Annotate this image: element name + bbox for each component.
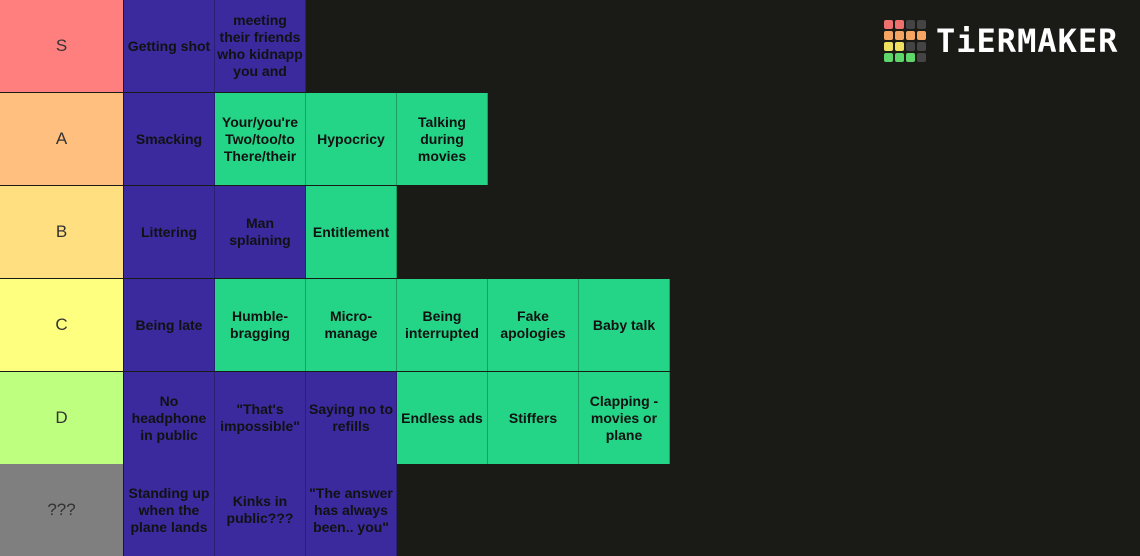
- tier-label[interactable]: C: [0, 279, 124, 371]
- tier-item[interactable]: Endless ads: [397, 372, 488, 464]
- tier-item[interactable]: Micro-manage: [306, 279, 397, 371]
- tier-item-text: Humble-bragging: [230, 308, 290, 341]
- tier-item[interactable]: Your/you're Two/too/to There/their: [215, 93, 306, 185]
- tier-item[interactable]: "The answer has always been.. you": [306, 464, 397, 556]
- tier-item-text: Standing up when the plane lands: [128, 484, 210, 535]
- logo-square: [895, 20, 904, 29]
- tier-item[interactable]: Talking during movies: [397, 93, 488, 185]
- logo-square: [917, 31, 926, 40]
- tier-item-text: Micro-manage: [324, 308, 378, 341]
- tier-item-text: Man splaining: [229, 215, 291, 248]
- tier-items: Standing up when the plane lands Kinks in…: [124, 464, 397, 556]
- tier-item-text: Getting shot: [127, 37, 211, 54]
- tier-item-text: No headphone in public: [131, 392, 207, 443]
- tier-item-text: Fake apologies: [500, 308, 566, 341]
- logo-square: [884, 53, 893, 62]
- logo-square: [884, 42, 893, 51]
- tier-label[interactable]: S: [0, 0, 124, 92]
- tier-item-text: Endless ads: [401, 409, 483, 426]
- tier-item-text: meeting their friends who kidnapp you an…: [217, 12, 303, 79]
- tier-item[interactable]: Standing up when the plane lands: [124, 464, 215, 556]
- logo-square: [906, 20, 915, 29]
- tier-item[interactable]: Man splaining: [215, 186, 306, 278]
- tier-row-unknown: ???Standing up when the plane lands Kinks…: [0, 464, 1140, 556]
- logo-square: [917, 53, 926, 62]
- logo-square: [917, 42, 926, 51]
- tier-item-text: "That's impossible": [220, 401, 300, 434]
- tier-items: Smacking Your/you're Two/too/to There/the…: [124, 93, 488, 185]
- tier-item[interactable]: Being late: [124, 279, 215, 371]
- logo-square: [895, 31, 904, 40]
- logo-square: [906, 31, 915, 40]
- tier-row-b: B Littering Man splaining Entitlement: [0, 186, 1140, 278]
- logo-square: [895, 53, 904, 62]
- logo-text: TiERMAKER: [936, 22, 1119, 60]
- tier-item[interactable]: Smacking: [124, 93, 215, 185]
- tier-item-text: Entitlement: [312, 223, 390, 240]
- logo-square: [917, 20, 926, 29]
- tier-item[interactable]: Littering: [124, 186, 215, 278]
- tier-item-text: Your/you're Two/too/to There/their: [221, 113, 299, 164]
- tier-items: No headphone in public "That's impossible…: [124, 372, 670, 464]
- tier-label[interactable]: A: [0, 93, 124, 185]
- tier-item-text: Being late: [135, 316, 203, 333]
- logo-grid-icon: [884, 20, 926, 62]
- tier-item[interactable]: Kinks in public???: [215, 464, 306, 556]
- tier-item[interactable]: Humble-bragging: [215, 279, 306, 371]
- tier-item[interactable]: Clapping - movies or plane: [579, 372, 670, 464]
- tier-item-text: Hypocricy: [317, 130, 385, 147]
- tier-item[interactable]: Fake apologies: [488, 279, 579, 371]
- tier-item[interactable]: Stiffers: [488, 372, 579, 464]
- tier-item[interactable]: Being interrupted: [397, 279, 488, 371]
- tier-item[interactable]: Hypocricy: [306, 93, 397, 185]
- tier-item[interactable]: Entitlement: [306, 186, 397, 278]
- tier-item-text: Baby talk: [592, 316, 656, 333]
- tier-item[interactable]: Getting shot: [124, 0, 215, 92]
- tier-label[interactable]: B: [0, 186, 124, 278]
- tier-item-text: Stiffers: [508, 409, 558, 426]
- tier-item-text: "The answer has always been.. you": [309, 484, 393, 535]
- tier-item-text: Saying no to refills: [309, 401, 393, 434]
- tier-item-text: Kinks in public???: [226, 493, 294, 526]
- tier-item[interactable]: Saying no to refills: [306, 372, 397, 464]
- tier-item-text: Talking during movies: [417, 113, 467, 164]
- tier-item[interactable]: Baby talk: [579, 279, 670, 371]
- logo-square: [884, 31, 893, 40]
- tier-item-text: Littering: [141, 223, 197, 240]
- tier-items: Being late Humble-bragging Micro-manage Bei…: [124, 279, 670, 371]
- tier-item[interactable]: meeting their friends who kidnapp you an…: [215, 0, 306, 92]
- tier-item[interactable]: "That's impossible": [215, 372, 306, 464]
- tier-item-text: Being interrupted: [405, 308, 479, 341]
- tier-items: Getting shot meeting their friends who ki…: [124, 0, 306, 92]
- tier-label[interactable]: ???: [0, 464, 124, 556]
- tier-item-text: Smacking: [135, 130, 203, 147]
- tier-item-text: Clapping - movies or plane: [589, 392, 659, 443]
- logo-square: [884, 20, 893, 29]
- tier-row-a: A Smacking Your/you're Two/too/to There/th…: [0, 93, 1140, 185]
- logo-square: [906, 53, 915, 62]
- tier-item[interactable]: No headphone in public: [124, 372, 215, 464]
- tiermaker-logo: TiERMAKER: [884, 20, 1118, 62]
- logo-square: [906, 42, 915, 51]
- tier-label[interactable]: D: [0, 372, 124, 464]
- logo-square: [895, 42, 904, 51]
- tier-items: Littering Man splaining Entitlement: [124, 186, 397, 278]
